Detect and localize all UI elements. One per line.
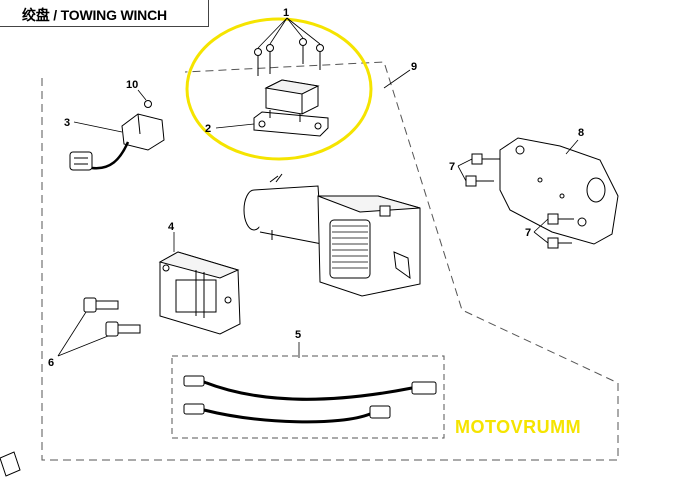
diagram-title: 绞盘 / TOWING WINCH [22, 7, 167, 23]
leader-7 [457, 158, 549, 244]
callout-7-upper: 7 [449, 161, 455, 173]
callout-7-lower: 7 [525, 227, 531, 239]
callout-10: 10 [126, 79, 138, 91]
fairlead-bolts [83, 297, 141, 337]
relay-screws [254, 38, 324, 76]
highlight-ellipse [185, 17, 373, 161]
leader-10 [137, 89, 147, 101]
mounting-plate [499, 137, 619, 245]
callout-2: 2 [205, 123, 211, 135]
screw-10 [144, 100, 152, 108]
leader-2 [215, 123, 255, 129]
callout-6: 6 [48, 357, 54, 369]
winch-relay [253, 79, 329, 137]
callout-4: 4 [168, 221, 175, 233]
callout-3: 3 [64, 117, 70, 129]
leader-1 [257, 17, 321, 49]
remote-switch [69, 113, 165, 171]
assembly-boundary [41, 61, 619, 461]
roller-fairlead [158, 251, 241, 335]
leader-8 [565, 139, 579, 155]
power-cables [183, 375, 437, 424]
boundary-leader-9 [383, 69, 411, 89]
callout-9: 9 [411, 61, 417, 73]
title-box: 绞盘 / TOWING WINCH [0, 0, 209, 27]
callout-1: 1 [283, 7, 289, 19]
callout-5: 5 [295, 329, 301, 341]
cable-group-box [171, 355, 445, 439]
watermark-text: MOTOVRUMM [455, 417, 582, 437]
leader-6 [57, 311, 109, 357]
winch-body [243, 173, 421, 297]
forward-arrow-icon [0, 451, 21, 477]
callout-8: 8 [578, 127, 584, 139]
leader-3 [73, 121, 123, 133]
